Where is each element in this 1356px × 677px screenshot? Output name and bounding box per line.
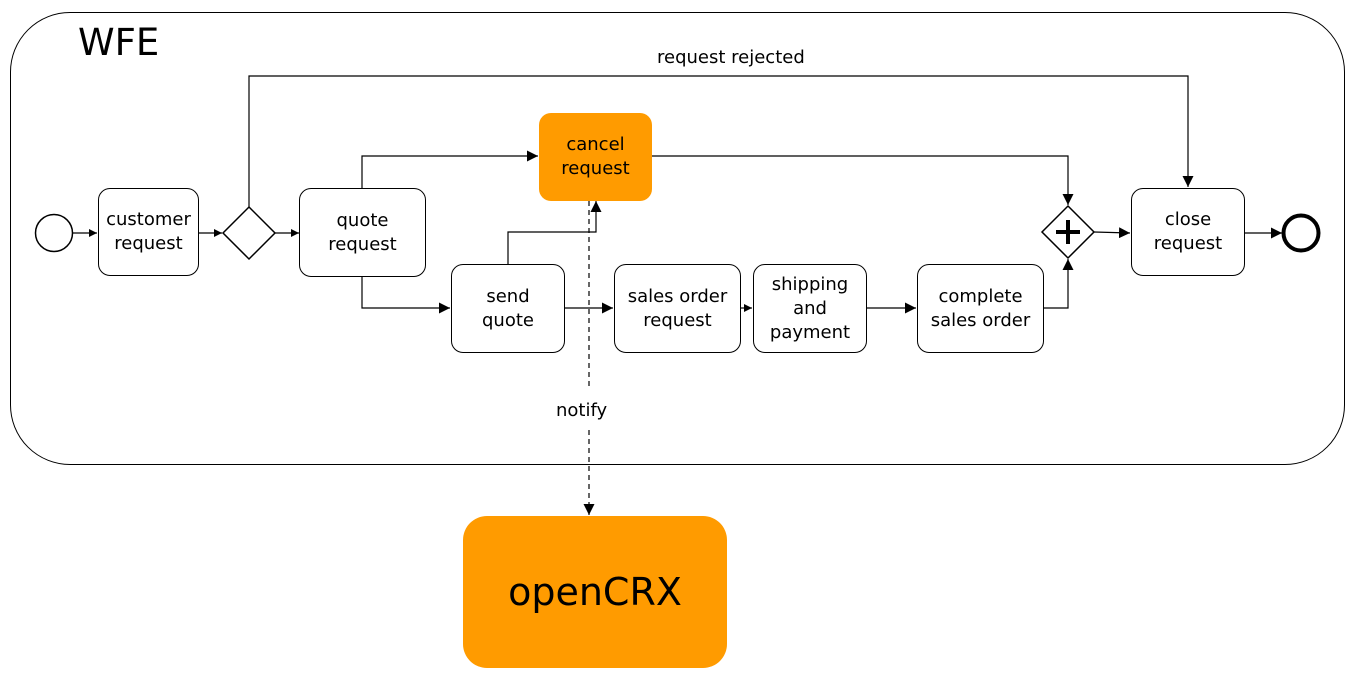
wfe-pool (10, 12, 1345, 465)
task-customer-request[interactable]: customer request (98, 188, 199, 276)
flow-quote-request-to-cancel-request (361, 150, 538, 188)
flow-send-quote-to-cancel-request (507, 201, 602, 264)
task-complete-sales-order[interactable]: complete sales order (917, 264, 1044, 353)
start-event (34, 213, 74, 253)
task-close-request[interactable]: close request (1131, 188, 1245, 276)
pool-title: WFE (78, 21, 160, 64)
flow-cancel-request-to-join (652, 155, 1074, 205)
parallel-gateway-plus-icon (1056, 220, 1080, 244)
task-sales-order-request[interactable]: sales order request (614, 264, 741, 353)
task-shipping-and-payment[interactable]: shipping and payment (753, 264, 867, 353)
exclusive-gateway (221, 205, 277, 261)
flow-complete-sales-order-to-join (1044, 259, 1074, 309)
flow-request-rejected (248, 75, 1194, 207)
task-send-quote[interactable]: send quote (451, 264, 565, 353)
task-cancel-request[interactable]: cancel request (539, 113, 652, 201)
flow-join-to-close-request (1093, 227, 1131, 239)
flow-quote-request-to-send-quote (361, 277, 450, 314)
request-rejected-label: request rejected (657, 47, 805, 68)
end-event (1281, 213, 1321, 253)
task-quote-request[interactable]: quote request (299, 188, 426, 277)
opencrx-system[interactable]: openCRX (463, 516, 727, 668)
notify-label: notify (556, 400, 608, 421)
